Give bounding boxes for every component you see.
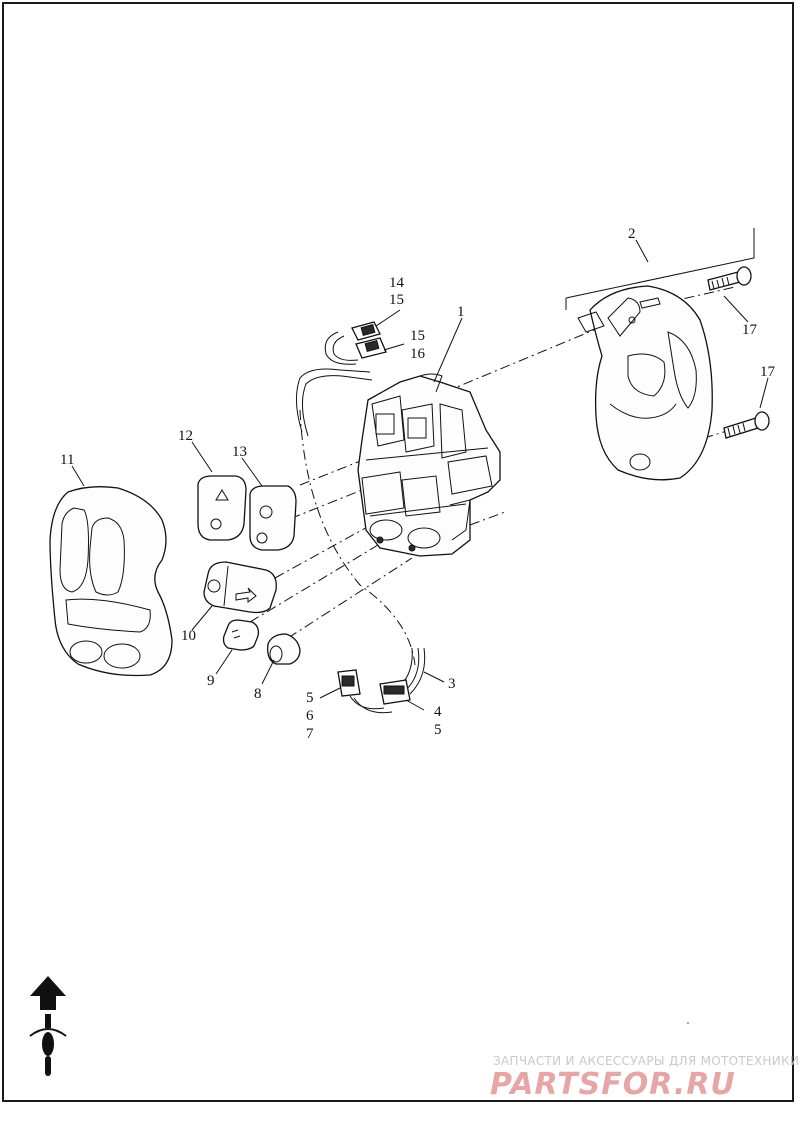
callout-5-right: 5 bbox=[434, 722, 442, 738]
turn-signal-rocker bbox=[203, 561, 277, 614]
screw-upper bbox=[707, 266, 752, 291]
watermark-tagline: ЗАПЧАСТИ И АКСЕССУАРЫ ДЛЯ МОТОТЕХНИКИ bbox=[493, 1054, 799, 1068]
handlebar-housing-right bbox=[577, 285, 713, 481]
watermark: ЗАПЧАСТИ И АКСЕССУАРЫ ДЛЯ МОТОТЕХНИКИ PA… bbox=[490, 1054, 799, 1102]
callout-9: 9 bbox=[207, 673, 215, 689]
callout-17-upper: 17 bbox=[742, 322, 758, 338]
drawing-frame bbox=[2, 2, 794, 1102]
callout-13: 13 bbox=[232, 444, 247, 460]
callout-4: 4 bbox=[434, 704, 442, 720]
callout-2: 2 bbox=[628, 226, 636, 242]
callout-12: 12 bbox=[178, 428, 193, 444]
callout-16: 16 bbox=[410, 346, 426, 362]
callout-8: 8 bbox=[254, 686, 262, 702]
leader-lines bbox=[71, 228, 769, 711]
callout-6: 6 bbox=[306, 708, 314, 724]
watermark-logo: PARTSFOR.RU bbox=[490, 1067, 736, 1102]
screw-lower bbox=[723, 411, 770, 439]
upper-connector-harness bbox=[296, 321, 387, 437]
lower-connector-harness bbox=[337, 647, 426, 714]
horn-small-button bbox=[222, 619, 260, 651]
callout-17-lower: 17 bbox=[760, 364, 776, 380]
stray-dot bbox=[687, 1022, 689, 1024]
callout-15-upper: 15 bbox=[389, 292, 404, 308]
callout-15-lower: 15 bbox=[410, 328, 425, 344]
callout-1: 1 bbox=[457, 304, 465, 320]
callout-3: 3 bbox=[448, 676, 456, 692]
hazard-switch-button bbox=[197, 475, 247, 541]
callout-labels: 1 2 3 4 5 5 6 7 8 9 10 11 12 13 14 15 15… bbox=[60, 226, 776, 742]
callout-14: 14 bbox=[389, 275, 405, 291]
handlebar-housing-left bbox=[49, 486, 173, 677]
callout-11: 11 bbox=[60, 452, 74, 468]
cruise-switch-button bbox=[249, 485, 297, 551]
motorcycle-top-view-icon bbox=[29, 1014, 67, 1076]
knob-cylinder bbox=[267, 633, 301, 665]
callout-10: 10 bbox=[181, 628, 196, 644]
callout-5-left: 5 bbox=[306, 690, 314, 706]
switch-assembly bbox=[357, 373, 501, 557]
front-direction-arrow-icon bbox=[30, 976, 66, 1010]
callout-7: 7 bbox=[306, 726, 314, 742]
